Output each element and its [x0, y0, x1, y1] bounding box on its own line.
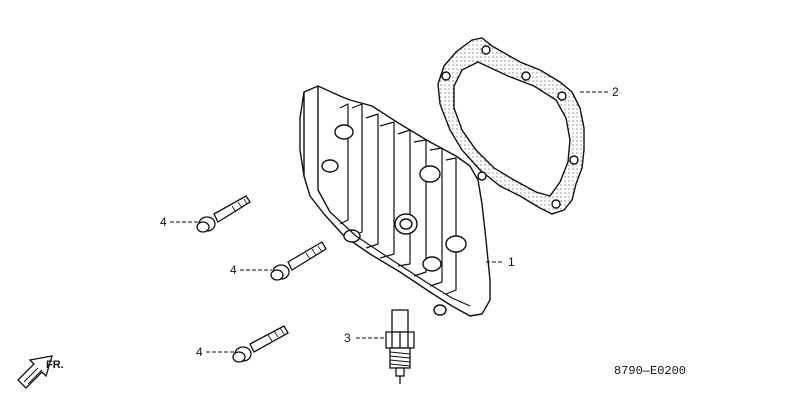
- callout-3: 3: [344, 331, 351, 345]
- leader-lines: [170, 91, 608, 353]
- cylinder-head: [299, 85, 491, 317]
- flange-bolt: [232, 325, 289, 363]
- flange-bolt: [270, 241, 327, 281]
- callout-2: 2: [612, 85, 619, 99]
- callout-1: 1: [508, 255, 515, 269]
- spark-plug: [385, 309, 415, 384]
- callout-4: 4: [160, 215, 167, 229]
- callout-4: 4: [196, 345, 203, 359]
- front-marker: FR.: [46, 359, 64, 371]
- front-arrow-icon: [17, 355, 53, 389]
- drawing-code: 8790—E0200: [614, 364, 686, 378]
- head-gasket: [437, 37, 585, 215]
- flange-bolt: [196, 195, 251, 233]
- callout-4: 4: [230, 263, 237, 277]
